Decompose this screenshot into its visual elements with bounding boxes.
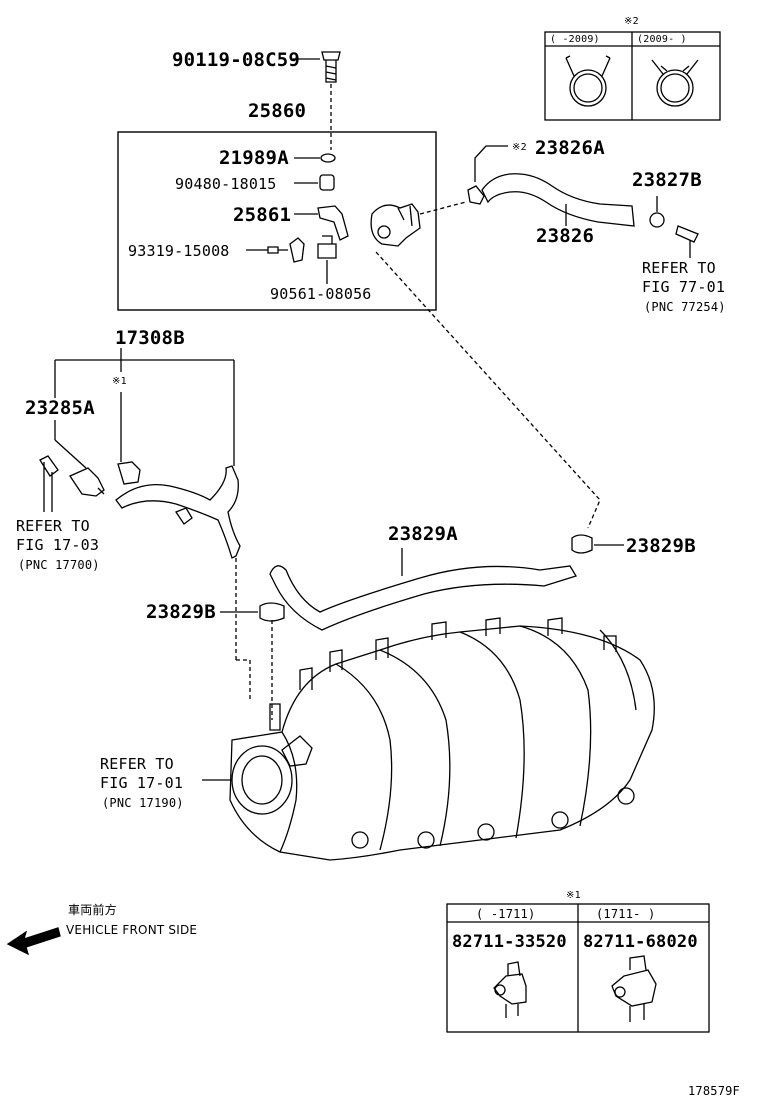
- hose-assembly-17308B-icon: [115, 465, 241, 559]
- intake-manifold-icon: [229, 617, 655, 861]
- clamp-23827B-icon: [649, 212, 665, 228]
- mark-2-23826A: ※2: [512, 142, 527, 153]
- part-label-23829B-right: 23829B: [626, 535, 696, 557]
- inset-bottom-col1: ( -1711): [476, 907, 536, 921]
- front-label-en: VEHICLE FRONT SIDE: [66, 923, 198, 937]
- inset-bottom-part1: 82711-33520: [452, 932, 567, 952]
- inset-bottom-table: [446, 903, 710, 1033]
- part-label-23826: 23826: [536, 225, 595, 247]
- inset-top-mark: ※2: [624, 16, 639, 27]
- dash-vsv-hose: [419, 201, 467, 215]
- refer1703-line1: REFER TO: [16, 517, 90, 535]
- dash-vsv-intake: [375, 251, 601, 529]
- part-label-23829B-left: 23829B: [146, 601, 216, 623]
- refer77-line2: FIG 77-01: [642, 278, 726, 296]
- refer1701-line1: REFER TO: [100, 755, 174, 773]
- hose-stub-icon: [39, 455, 59, 512]
- front-arrow-icon: [6, 927, 61, 956]
- part-label-21989A: 21989A: [219, 147, 289, 169]
- vsv-clip-icon: [117, 461, 141, 485]
- refer1701-line3: (PNC 17190): [102, 796, 184, 810]
- bracket-icon: [317, 205, 349, 241]
- part-label-17308B: 17308B: [115, 327, 185, 349]
- screw-icon: [267, 246, 288, 254]
- inset-bottom-part2: 82711-68020: [583, 932, 698, 952]
- dash-17308B-b: [236, 659, 251, 700]
- clamp-23829B-left-icon: [259, 602, 285, 622]
- inset-top-col2: (2009- ): [637, 34, 687, 45]
- refer1703-line3: (PNC 17700): [18, 558, 100, 572]
- refer1701-line2: FIG 17-01: [100, 774, 184, 792]
- part-label-90480: 90480-18015: [175, 175, 277, 193]
- part-label-93319: 93319-15008: [128, 242, 230, 260]
- connector-23285A-icon: [69, 467, 105, 497]
- small-clip-icon: [175, 507, 193, 525]
- inset-bottom-col2: (1711- ): [596, 907, 656, 921]
- inset-top-table: [544, 31, 721, 121]
- hose-23829A-icon: [269, 565, 577, 631]
- hose-23826-icon: [481, 173, 635, 227]
- inset-bottom-mark: ※1: [566, 890, 581, 901]
- grommet-icon: [319, 174, 335, 191]
- part-label-23829A: 23829A: [388, 523, 458, 545]
- part-label-90561: 90561-08056: [270, 285, 372, 303]
- nut-icon: [317, 235, 337, 259]
- figure-id: 178579F: [688, 1084, 740, 1098]
- bolt-icon: [321, 51, 341, 83]
- front-label-jp: 車両前方: [68, 903, 117, 917]
- part-label-25860: 25860: [248, 100, 307, 122]
- refer77-line3: (PNC 77254): [644, 300, 726, 314]
- refer1703-line2: FIG 17-03: [16, 536, 100, 554]
- assembly-box-25860: [117, 131, 437, 311]
- inset-top-col1: ( -2009): [550, 34, 600, 45]
- mark-1-hose: ※1: [112, 376, 127, 387]
- part-label-23826A: 23826A: [535, 137, 605, 159]
- clamp-23829B-right-icon: [571, 534, 593, 554]
- part-label-25861: 25861: [233, 204, 292, 226]
- part-label-90119: 90119-08C59: [172, 49, 301, 71]
- part-label-23827B: 23827B: [632, 169, 702, 191]
- pipe-stub-icon: [675, 225, 699, 243]
- refer77-line1: REFER TO: [642, 259, 716, 277]
- clamp-23826A-icon: [467, 185, 485, 205]
- part-label-23285A: 23285A: [25, 397, 95, 419]
- leader-23826A: [474, 145, 508, 182]
- clip-icon: [289, 237, 305, 263]
- vsv-valve-icon: [370, 203, 421, 247]
- washer-icon: [320, 153, 336, 163]
- bracket-17308B: [54, 348, 235, 469]
